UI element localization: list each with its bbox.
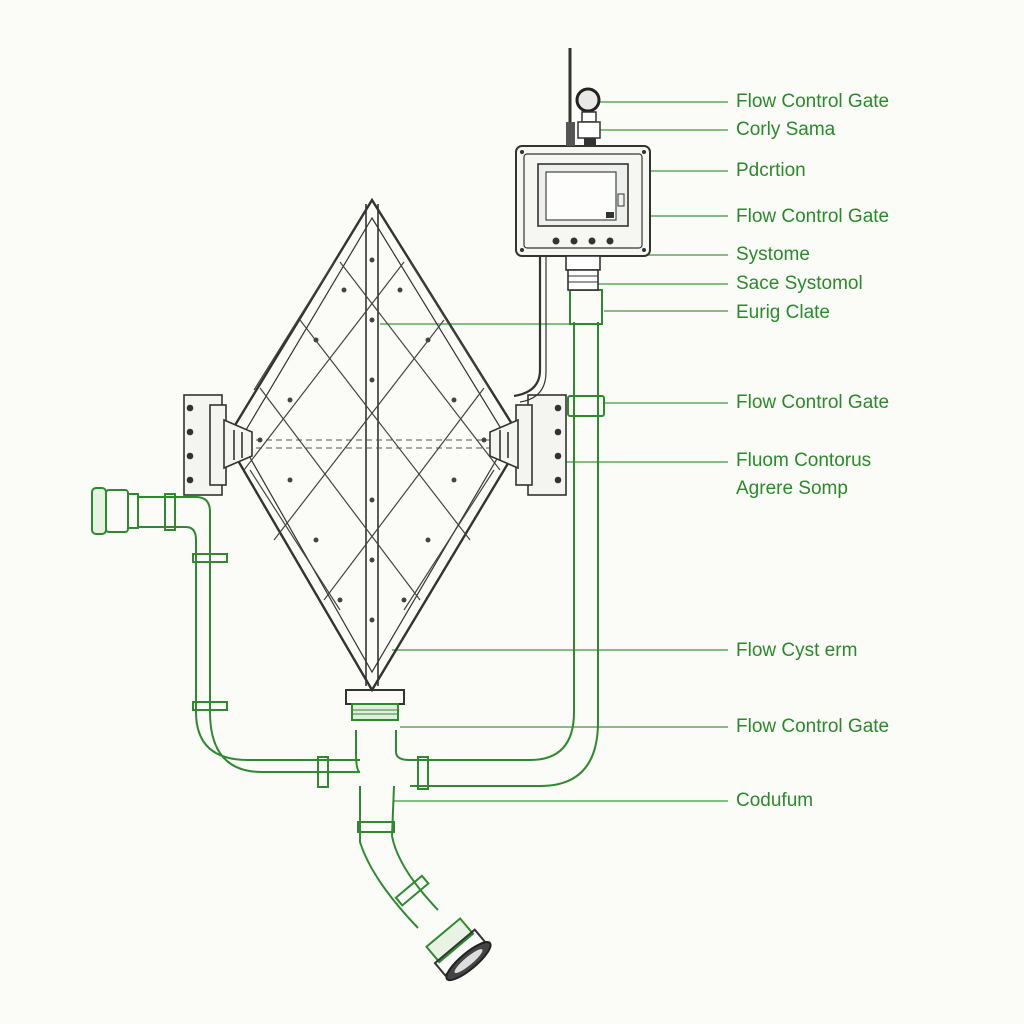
left-bracket [183, 394, 253, 496]
callout-label: Agrere Somp [736, 478, 848, 499]
pressure-gauge [575, 87, 601, 113]
tee-and-outlet [345, 689, 492, 982]
outlet-connector [425, 917, 492, 982]
callout-label: Flow Cyst erm [736, 640, 858, 661]
callout-label: Pdcrtion [736, 160, 806, 181]
callout-label: Flow Control Gate [736, 206, 890, 227]
control-buttons [552, 237, 614, 245]
callout-label: Flow Control Gate [736, 392, 890, 413]
callout-label: Eurig Clate [736, 302, 830, 323]
control-box [515, 48, 651, 291]
inlet-connector [91, 487, 107, 535]
right-riser-pipe [410, 289, 605, 790]
callout-label: Fluom Contorus [736, 450, 872, 471]
left-pipe [91, 487, 360, 788]
control-cable [513, 254, 542, 398]
leader-lines [380, 101, 728, 802]
diamond-frame [224, 197, 524, 693]
callout-label: Systome [736, 244, 810, 265]
callout-label: Sace Systomol [736, 273, 863, 294]
callout-label: Corly Sama [736, 119, 836, 140]
callout-label: Flow Control Gate [736, 716, 890, 737]
right-bracket [489, 394, 567, 496]
callout-label: Flow Control Gate [736, 91, 890, 112]
callout-label: Codufum [736, 790, 814, 811]
